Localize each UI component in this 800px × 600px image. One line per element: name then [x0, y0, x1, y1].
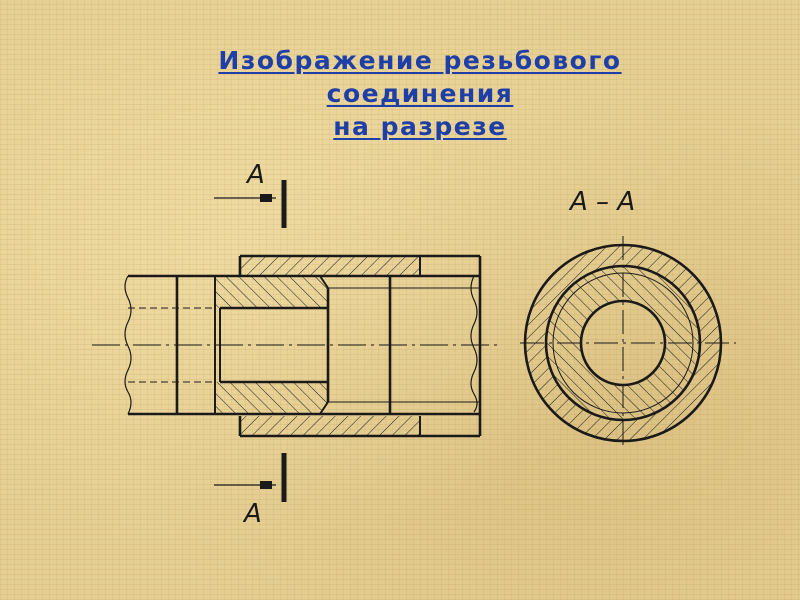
cutting-plane-marks — [214, 180, 287, 502]
break-line-left — [124, 275, 132, 415]
cross-section — [520, 236, 736, 450]
cut-label-bottom: A — [242, 499, 262, 529]
title-line-1: Изображение резьбового — [218, 46, 622, 75]
title-line-3: на разрезе — [333, 112, 507, 141]
cut-label-top: A — [245, 160, 265, 190]
section-label: A – A — [568, 187, 635, 217]
outer-part-bottom-wall — [240, 416, 420, 436]
title-line-2: соединения — [326, 79, 514, 108]
break-line-right — [470, 275, 478, 413]
inner-part-top-wall — [215, 276, 328, 308]
outer-part-top-wall — [240, 256, 420, 276]
inner-part-bottom-wall — [215, 382, 328, 414]
slide-title: Изображение резьбового соединения на раз… — [150, 44, 690, 143]
longitudinal-section — [92, 254, 500, 438]
